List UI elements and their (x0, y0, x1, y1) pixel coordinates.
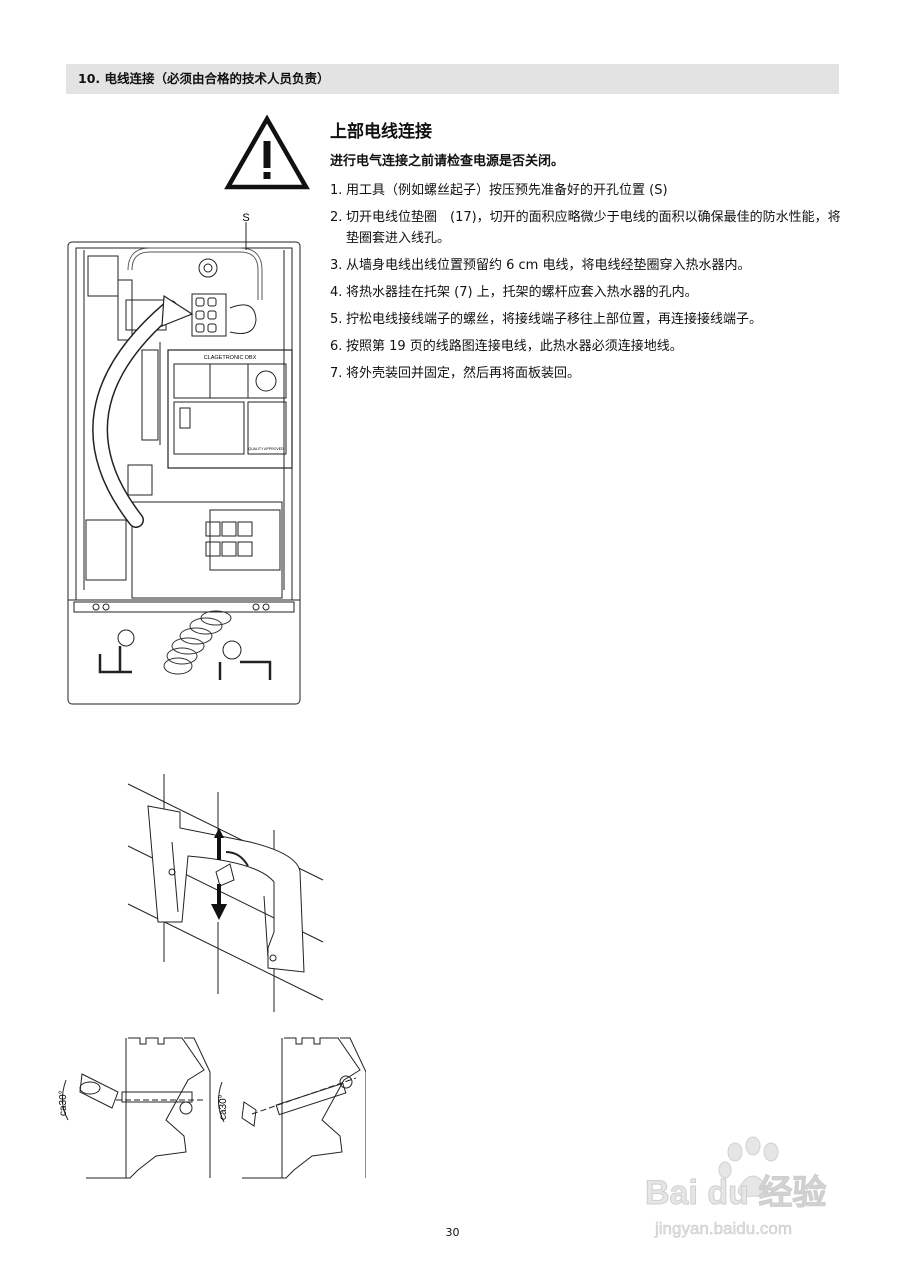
step-item: 5.拧松电线接线端子的螺丝，将接线端子移往上部位置，再连接接线端子。 (330, 310, 845, 331)
step-item: 6.按照第 19 页的线路图连接电线，此热水器必须连接地线。 (330, 337, 845, 358)
watermark-url: jingyan.baidu.com (654, 1219, 792, 1238)
step-text: 将外壳装回并固定，然后再将面板装回。 (346, 365, 581, 381)
instruction-steps: 1.用工具（例如螺丝起子）按压预先准备好的开孔位置 (S) 2.切开电线位垫圈 … (330, 181, 845, 391)
mounting-angle-diagram: ca30° ca30° (58, 1037, 366, 1179)
subsection-title: 上部电线连接 (330, 122, 432, 142)
wall-bracket-diagram (127, 774, 324, 1012)
step-text: 切开电线位垫圈 (17)，切开的面积应略微少于电线的面积以确保最佳的防水性能，将… (346, 210, 841, 246)
step-number: 2. (330, 210, 343, 225)
step-text: 拧松电线接线端子的螺丝，将接线端子移往上部位置，再连接接线端子。 (346, 311, 763, 327)
step-number: 6. (330, 338, 343, 354)
page-number: 30 (445, 1226, 460, 1239)
watermark-brand: Bai du 经验 (645, 1173, 826, 1212)
step-item: 3.从墙身电线出线位置预留约 6 cm 电线，将电线经垫圈穿入热水器内。 (330, 256, 845, 277)
step-number: 4. (330, 284, 343, 300)
step-item: 7.将外壳装回并固定，然后再将面板装回。 (330, 364, 845, 385)
section-title: 10. 电线连接（必须由合格的技术人员负责） (78, 71, 330, 86)
power-off-warning: 进行电气连接之前请检查电源是否关闭。 (330, 154, 565, 169)
step-text: 用工具（例如螺丝起子）按压预先准备好的开孔位置 (S) (346, 183, 668, 198)
step-text: 将热水器挂在托架 (7) 上，托架的螺杆应套入热水器的孔内。 (346, 284, 698, 300)
warning-triangle-icon (224, 115, 310, 190)
label-s: S (242, 212, 249, 224)
panel-quality-label: QUALITY APPROVED (248, 447, 284, 451)
step-text: 从墙身电线出线位置预留约 6 cm 电线，将电线经垫圈穿入热水器内。 (346, 257, 751, 273)
step-text: 按照第 19 页的线路图连接电线，此热水器必须连接地线。 (346, 338, 683, 354)
angle-label-right: ca30° (218, 1094, 229, 1120)
angle-label-left: ca30° (58, 1090, 69, 1116)
section-header: 10. 电线连接（必须由合格的技术人员负责） (66, 64, 839, 94)
step-number: 5. (330, 311, 343, 327)
step-item: 4.将热水器挂在托架 (7) 上，托架的螺杆应套入热水器的孔内。 (330, 283, 845, 304)
baidu-watermark-logo: Bai du 经验 jingyan.baidu.com (645, 1136, 827, 1238)
step-number: 3. (330, 257, 343, 273)
panel-brand-label: CLAGETRONIC DBX (204, 355, 257, 361)
step-number: 1. (330, 183, 343, 198)
step-item: 1.用工具（例如螺丝起子）按压预先准备好的开孔位置 (S) (330, 181, 845, 202)
step-item: 2.切开电线位垫圈 (17)，切开的面积应略微少于电线的面积以确保最佳的防水性能… (330, 208, 845, 249)
heater-interior-diagram: S CLAGETRONIC DBX QUALITY APPROVED (67, 212, 301, 705)
step-number: 7. (330, 365, 343, 381)
